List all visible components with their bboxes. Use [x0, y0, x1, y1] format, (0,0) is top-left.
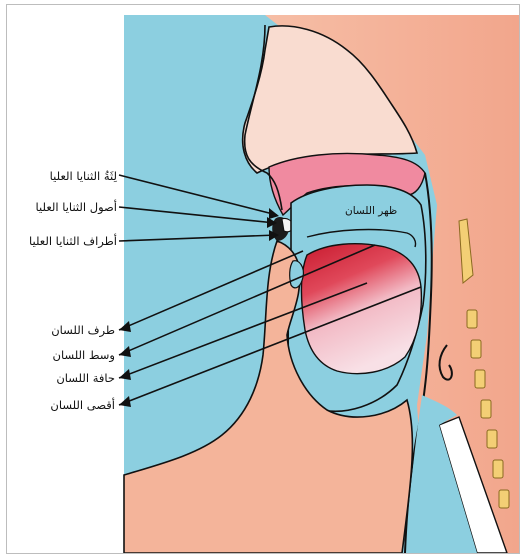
label-tongue-dorsum: ظهر اللسان	[345, 205, 397, 217]
diagram-frame: لِثَةُ الثنايا العليا أصول الثنايا العلي…	[6, 4, 520, 554]
label-upper-gum: لِثَةُ الثنايا العليا	[50, 169, 117, 183]
vertebra	[481, 400, 491, 418]
label-tongue-tip: طرف اللسان	[51, 323, 115, 337]
label-tips-upper-incisors: أطراف الثنايا العليا	[29, 234, 117, 248]
lower-incisor	[290, 261, 304, 288]
vertebra	[493, 460, 503, 478]
mouth-anatomy-illustration	[7, 5, 519, 553]
tongue	[302, 244, 422, 374]
vertebra	[499, 490, 509, 508]
label-roots-upper-incisors: أصول الثنايا العليا	[36, 200, 117, 214]
label-tongue-middle: وسط اللسان	[53, 348, 115, 362]
label-tongue-back: أقصى اللسان	[50, 398, 115, 412]
label-tongue-edge: حافة اللسان	[56, 371, 115, 385]
vertebra	[467, 310, 477, 328]
vertebra	[487, 430, 497, 448]
vertebra	[471, 340, 481, 358]
vertebra	[475, 370, 485, 388]
